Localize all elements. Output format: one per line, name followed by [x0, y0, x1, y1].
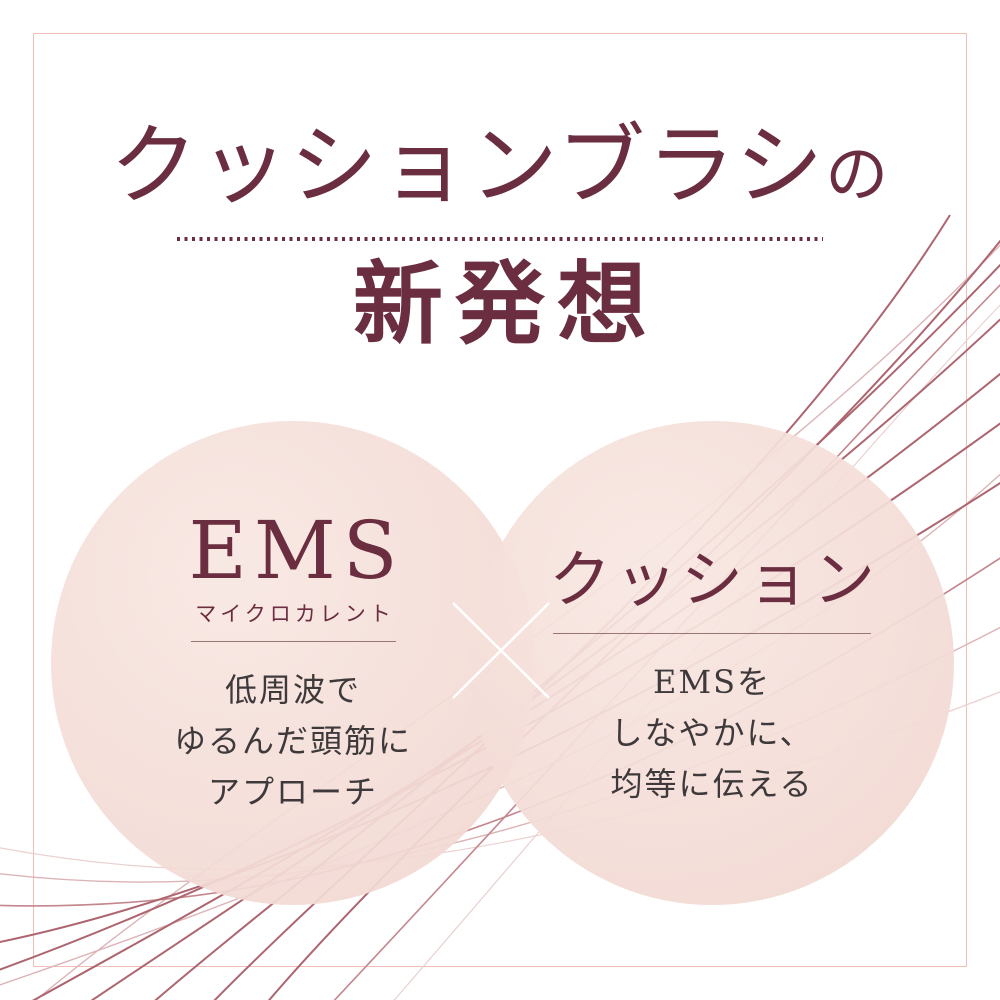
- header: クッションブラシの 新発想: [0, 0, 1000, 351]
- border-frame: [33, 33, 967, 967]
- right-circle-line-2: しなやかに、: [610, 714, 814, 752]
- left-concept-circle: [51, 421, 535, 905]
- right-circle-body: EMSを しなやかに、 均等に伝える: [470, 657, 954, 810]
- right-concept-circle: [470, 421, 954, 905]
- left-concept-content: EMS マイクロカレント 低周波で ゆるんだ頭筋に アプローチ: [51, 421, 535, 818]
- left-circle-heading: EMS: [188, 504, 405, 597]
- left-circle-subheading: マイクロカレント: [195, 602, 395, 626]
- left-circle-underline: [190, 641, 396, 642]
- page-title-particle: の: [825, 138, 891, 211]
- left-circle-line-1: 低周波で: [224, 671, 361, 709]
- right-circle-line-3: 均等に伝える: [610, 765, 814, 803]
- multiply-cross-icon: [452, 602, 550, 699]
- left-circle-line-2: ゆるんだ頭筋に: [173, 722, 412, 760]
- right-circle-heading: クッション: [548, 543, 879, 616]
- right-circle-line-1: EMSを: [652, 663, 772, 701]
- right-concept-content: クッション EMSを しなやかに、 均等に伝える: [470, 421, 954, 810]
- page-title-main: クッションブラシ: [109, 114, 826, 217]
- left-circle-body: 低周波で ゆるんだ頭筋に アプローチ: [51, 665, 535, 818]
- right-circle-underline: [553, 633, 871, 634]
- left-circle-line-3: アプローチ: [207, 773, 378, 811]
- dotted-divider: [177, 236, 823, 241]
- page-title: クッションブラシの: [0, 117, 1000, 215]
- page-subtitle: 新発想: [353, 250, 659, 357]
